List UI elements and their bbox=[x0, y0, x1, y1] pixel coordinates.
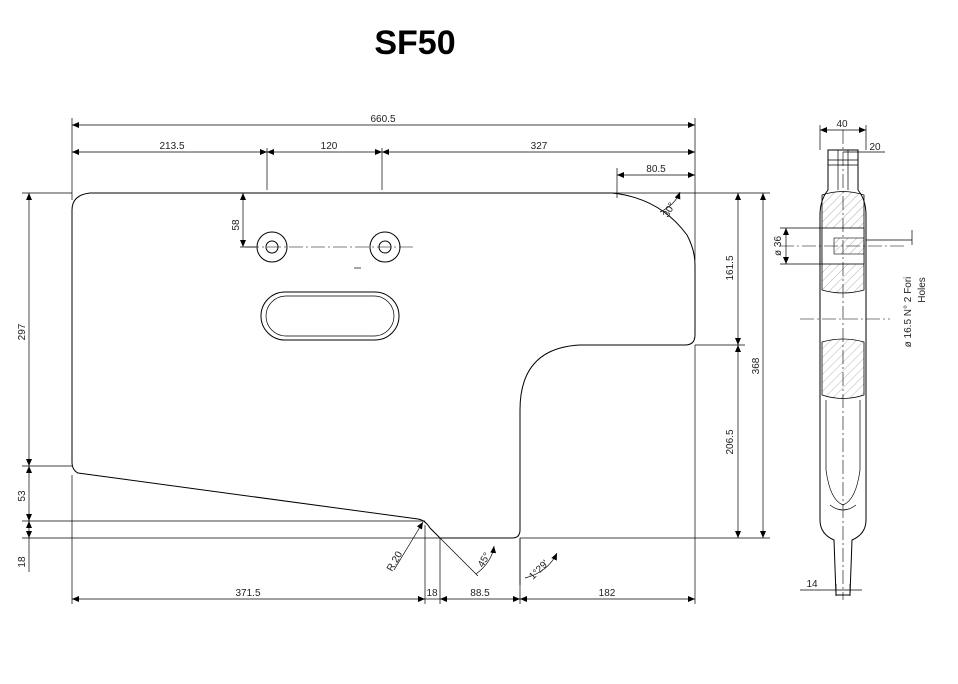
dim-bottom-182: 182 bbox=[599, 588, 616, 599]
note-holes-en: Holes bbox=[917, 277, 928, 303]
dim-angle-1-29: 1°29' bbox=[527, 558, 551, 582]
dim-left-to-hole: 213.5 bbox=[159, 141, 184, 152]
dim-hole-spacing: 120 bbox=[321, 141, 338, 152]
dim-top-right-step: 80.5 bbox=[646, 164, 666, 175]
side-view-labels: 40 20 ø 36 ø 16.5 N° 2 Fori Holes 14 bbox=[773, 119, 928, 590]
dim-bottom-88: 88.5 bbox=[470, 588, 490, 599]
dim-angle-45: 45° bbox=[476, 551, 493, 570]
dim-left-height: 297 bbox=[17, 323, 28, 340]
dim-bottom-left-18: 18 bbox=[17, 556, 28, 568]
side-view bbox=[780, 125, 913, 600]
dim-bottom-371: 371.5 bbox=[235, 588, 260, 599]
slot-cutout bbox=[260, 291, 400, 341]
dim-bottom-18: 18 bbox=[426, 588, 438, 599]
dim-lower-right-height: 206.5 bbox=[725, 429, 736, 454]
dim-hole-diameter: ø 36 bbox=[773, 236, 784, 256]
dim-overall-width: 660.5 bbox=[370, 114, 395, 125]
plate-outline bbox=[71, 192, 696, 539]
dim-side-bottom-14: 14 bbox=[806, 579, 818, 590]
dim-bottom-left-53: 53 bbox=[17, 490, 28, 502]
dim-side-width-20: 20 bbox=[869, 142, 881, 153]
dim-chamfer-angle: 30° bbox=[661, 201, 678, 220]
dimension-lines bbox=[22, 118, 770, 604]
note-holes-it: ø 16.5 N° 2 Fori bbox=[903, 277, 914, 348]
dim-upper-right-height: 161.5 bbox=[725, 255, 736, 280]
dimension-labels: 660.5 213.5 120 327 80.5 30° 58 297 53 1… bbox=[17, 114, 762, 599]
dim-total-height: 368 bbox=[751, 357, 762, 374]
dim-hole-offset: 58 bbox=[231, 219, 242, 231]
drawing-title: SF50 bbox=[374, 24, 456, 62]
dim-side-width-40: 40 bbox=[836, 119, 848, 130]
dim-hole-to-right: 327 bbox=[531, 141, 548, 152]
dim-radius: R.20 bbox=[385, 549, 405, 573]
